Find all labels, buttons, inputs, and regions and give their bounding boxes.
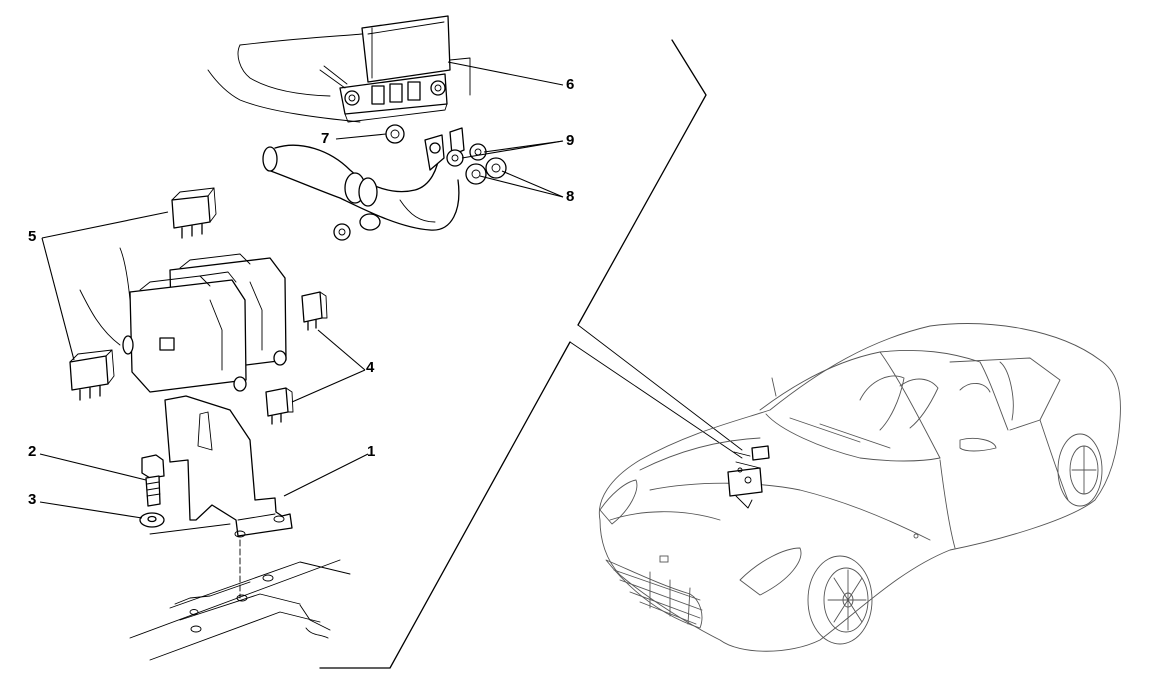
fuse-part-4 [265, 291, 328, 425]
bracket-part-1 [164, 395, 293, 538]
relay-part-5-upper [171, 187, 217, 239]
callout-6: 6 [566, 76, 575, 93]
nuts-and-washers [333, 124, 507, 241]
fuse-box-housing [79, 247, 287, 393]
callout-1: 1 [367, 443, 376, 460]
callout-3: 3 [28, 491, 37, 508]
washer-part-3 [139, 512, 165, 528]
relay-part-5-lower [69, 349, 115, 401]
detail-divider [319, 39, 743, 669]
callout-2: 2 [28, 443, 37, 460]
wiring-harness-cable [262, 127, 465, 231]
callout-8: 8 [566, 188, 575, 205]
callout-5: 5 [28, 228, 37, 245]
bolt-part-2 [141, 454, 165, 507]
body-panel-outline [207, 33, 471, 123]
callout-7: 7 [321, 130, 330, 147]
component-location-marker [727, 445, 770, 509]
callout-leaders [39, 61, 564, 519]
car-overview-illustration [598, 323, 1121, 652]
callout-9: 9 [566, 132, 575, 149]
callout-4: 4 [366, 359, 375, 376]
mounting-base-plate [129, 523, 351, 661]
terminal-block-part-6 [319, 15, 451, 123]
